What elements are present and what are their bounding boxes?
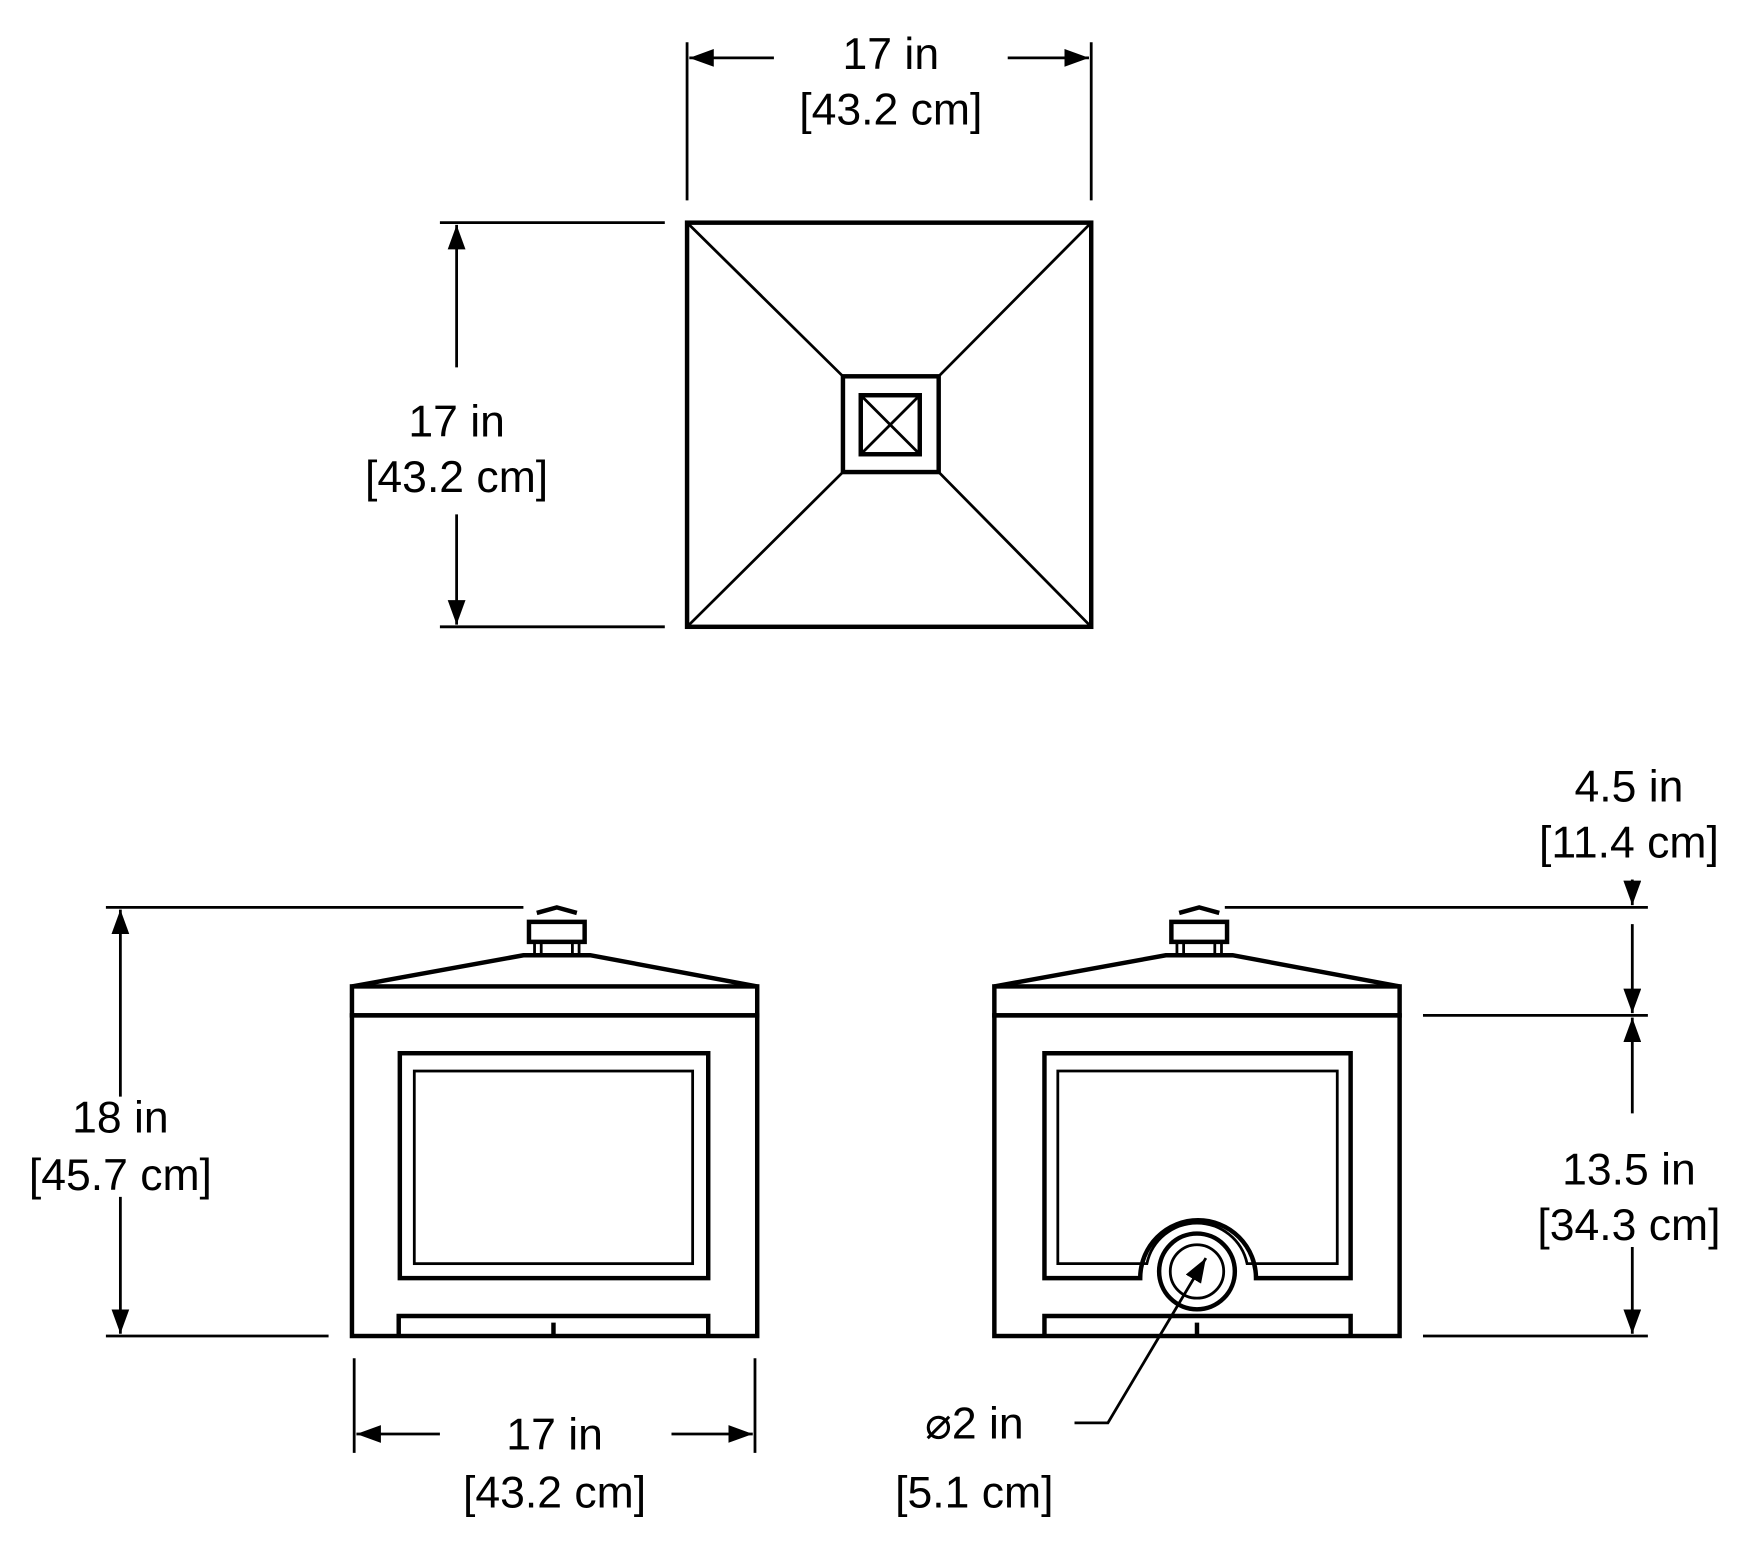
top-depth-imperial: 17 in bbox=[408, 397, 505, 446]
lid-height-imperial: 4.5 in bbox=[1575, 763, 1684, 812]
top-width-metric: [43.2 cm] bbox=[799, 86, 982, 135]
top-view: 17 in [43.2 cm] 17 in [43.2 cm] bbox=[365, 30, 1094, 630]
body-height-metric: [34.3 cm] bbox=[1537, 1201, 1720, 1250]
drain-diameter-imperial: ⌀2 in bbox=[925, 1399, 1024, 1448]
drain-diameter-metric: [5.1 cm] bbox=[895, 1468, 1053, 1517]
top-depth-metric: [43.2 cm] bbox=[365, 453, 548, 502]
front-view: 18 in [45.7 cm] 17 in [43.2 cm] bbox=[29, 905, 760, 1517]
front-height-imperial: 18 in bbox=[72, 1093, 169, 1142]
lid-height-metric: [11.4 cm] bbox=[1539, 818, 1719, 867]
top-width-imperial: 17 in bbox=[843, 30, 940, 79]
body-height-imperial: 13.5 in bbox=[1562, 1146, 1696, 1195]
side-view: ⌀2 in [5.1 cm] 4.5 in [11.4 cm] 13.5 in … bbox=[895, 763, 1720, 1518]
front-width-imperial: 17 in bbox=[506, 1411, 603, 1460]
front-height-metric: [45.7 cm] bbox=[29, 1151, 212, 1200]
front-width-metric: [43.2 cm] bbox=[463, 1468, 646, 1517]
